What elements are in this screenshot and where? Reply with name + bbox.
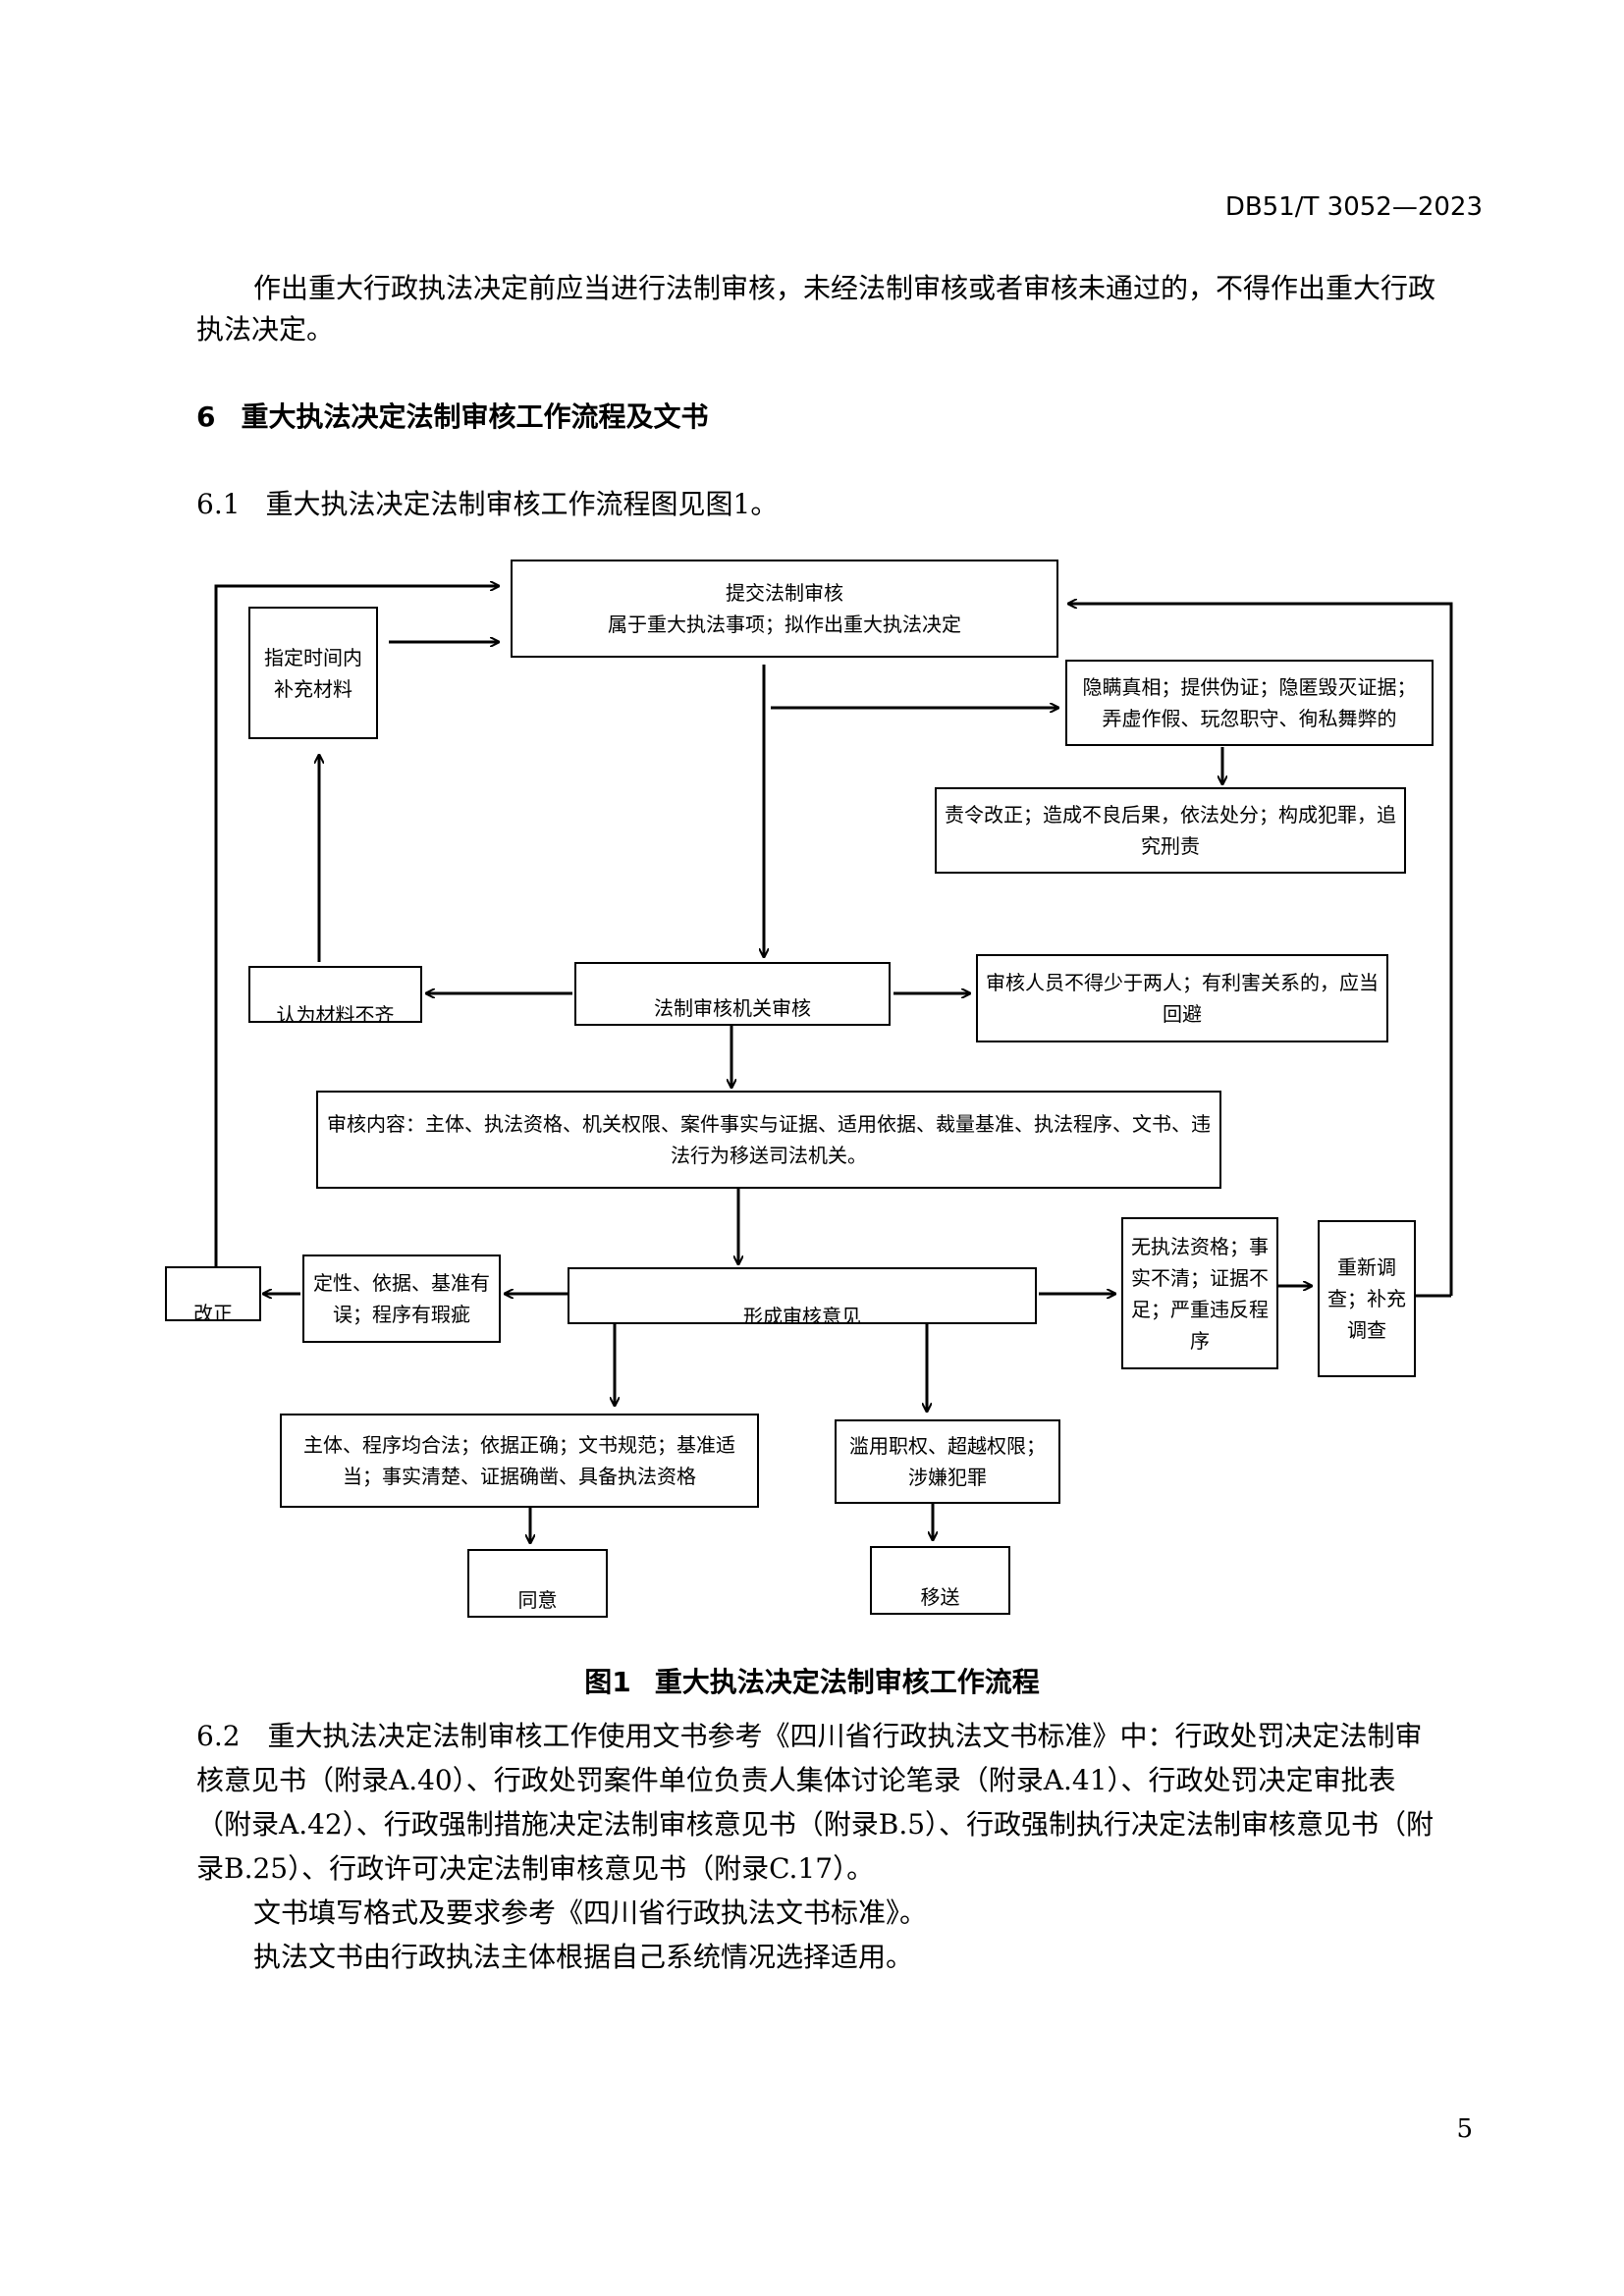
reinvestigate-box: 重新调查；补充调查 [1318,1220,1416,1377]
reviewers-box: 审核人员不得少于两人；有利害关系的，应当回避 [976,954,1388,1042]
format-note: 文书填写格式及要求参考《四川省行政执法文书标准》。 [253,1896,928,1929]
transfer-text: 移送 [920,1585,960,1609]
figure-title: 重大执法决定法制审核工作流程 [654,1666,1040,1698]
page-number: 5 [1456,2114,1473,2144]
reinvestigate-text: 重新调查；补充调查 [1327,1255,1406,1342]
insufficient-box: 认为材料不齐 [248,966,422,1023]
errors-text: 定性、依据、基准有误；程序有瑕疵 [313,1271,490,1326]
agree-box: 同意 [467,1549,608,1618]
intro-line-1: 作出重大行政执法决定前应当进行法制审核，未经法制审核或者审核未通过的，不得作出重… [253,272,1436,304]
review-content-text: 审核内容：主体、执法资格、机关权限、案件事实与证据、适用依据、裁量基准、执法程序… [327,1112,1211,1167]
submit-line-1: 提交法制审核 [726,581,843,605]
opinion-text: 形成审核意见 [743,1305,861,1324]
transfer-box: 移送 [870,1546,1010,1615]
section-6-title: 重大执法决定法制审核工作流程及文书 [241,400,709,433]
correct-order-box: 责令改正；造成不良后果，依法处分；构成犯罪，追究刑责 [935,787,1406,874]
supplement-box: 指定时间内补充材料 [248,607,378,739]
section-6-2-line-3: （附录A.42）、行政强制措施决定法制审核意见书（附录B.5）、行政强制执行决定… [196,1808,1435,1841]
figure-label: 图1 [584,1666,631,1698]
section-6-number: 6 [196,400,216,433]
abuse-text: 滥用职权、超越权限；涉嫌犯罪 [849,1434,1046,1489]
supplement-text: 指定时间内补充材料 [264,645,362,701]
agree-text: 同意 [517,1588,558,1612]
section-6-2-line-2: 核意见书（附录A.40）、行政处罚案件单位负责人集体讨论笔录（附录A.41）、行… [196,1764,1396,1796]
insufficient-text: 认为材料不齐 [276,1003,395,1023]
section-6-1-number: 6.1 [196,488,241,520]
submit-box: 提交法制审核属于重大执法事项；拟作出重大执法决定 [511,560,1058,658]
legal-ok-text: 主体、程序均合法；依据正确；文书规范；基准适当；事实清楚、证据确凿、具备执法资格 [303,1433,735,1488]
opinion-box: 形成审核意见 [568,1267,1037,1324]
section-6-2-line-1: 6.2 重大执法决定法制审核工作使用文书参考《四川省行政执法文书标准》中：行政处… [196,1720,1423,1752]
submit-line-2: 属于重大执法事项；拟作出重大执法决定 [608,613,961,636]
usage-note: 执法文书由行政执法主体根据自己系统情况选择适用。 [253,1941,914,1973]
correction-text: 改正 [193,1302,233,1321]
figure-caption: 图1 重大执法决定法制审核工作流程 [0,1661,1624,1700]
section-6-heading: 6 重大执法决定法制审核工作流程及文书 [196,396,709,435]
correct-order-text: 责令改正；造成不良后果，依法处分；构成犯罪，追究刑责 [945,803,1396,858]
intro-line-2: 执法决定。 [196,313,335,346]
review-content-box: 审核内容：主体、执法资格、机关权限、案件事实与证据、适用依据、裁量基准、执法程序… [316,1091,1221,1189]
conceal-box: 隐瞒真相；提供伪证；隐匿毁灭证据；弄虚作假、玩忽职守、徇私舞弊的 [1065,660,1434,746]
reviewers-text: 审核人员不得少于两人；有利害关系的，应当回避 [986,971,1379,1026]
section-6-1: 6.1 重大执法决定法制审核工作流程图见图1。 [196,483,778,522]
section-6-2-line-4: 录B.25）、行政许可决定法制审核意见书（附录C.17）。 [196,1852,875,1885]
section-6-1-text: 重大执法决定法制审核工作流程图见图1。 [265,488,779,520]
legal-ok-box: 主体、程序均合法；依据正确；文书规范；基准适当；事实清楚、证据确凿、具备执法资格 [280,1414,759,1508]
no-qualification-box: 无执法资格；事实不清；证据不足；严重违反程序 [1121,1217,1278,1369]
correction-box: 改正 [165,1266,261,1321]
errors-box: 定性、依据、基准有误；程序有瑕疵 [302,1255,501,1343]
review-body-box: 法制审核机关审核 [574,962,891,1026]
conceal-text: 隐瞒真相；提供伪证；隐匿毁灭证据；弄虚作假、玩忽职守、徇私舞弊的 [1082,675,1417,730]
abuse-box: 滥用职权、超越权限；涉嫌犯罪 [835,1419,1060,1504]
review-body-text: 法制审核机关审核 [654,996,811,1020]
document-code: DB51/T 3052—2023 [1224,192,1483,222]
no-qualification-text: 无执法资格；事实不清；证据不足；严重违反程序 [1131,1234,1269,1353]
